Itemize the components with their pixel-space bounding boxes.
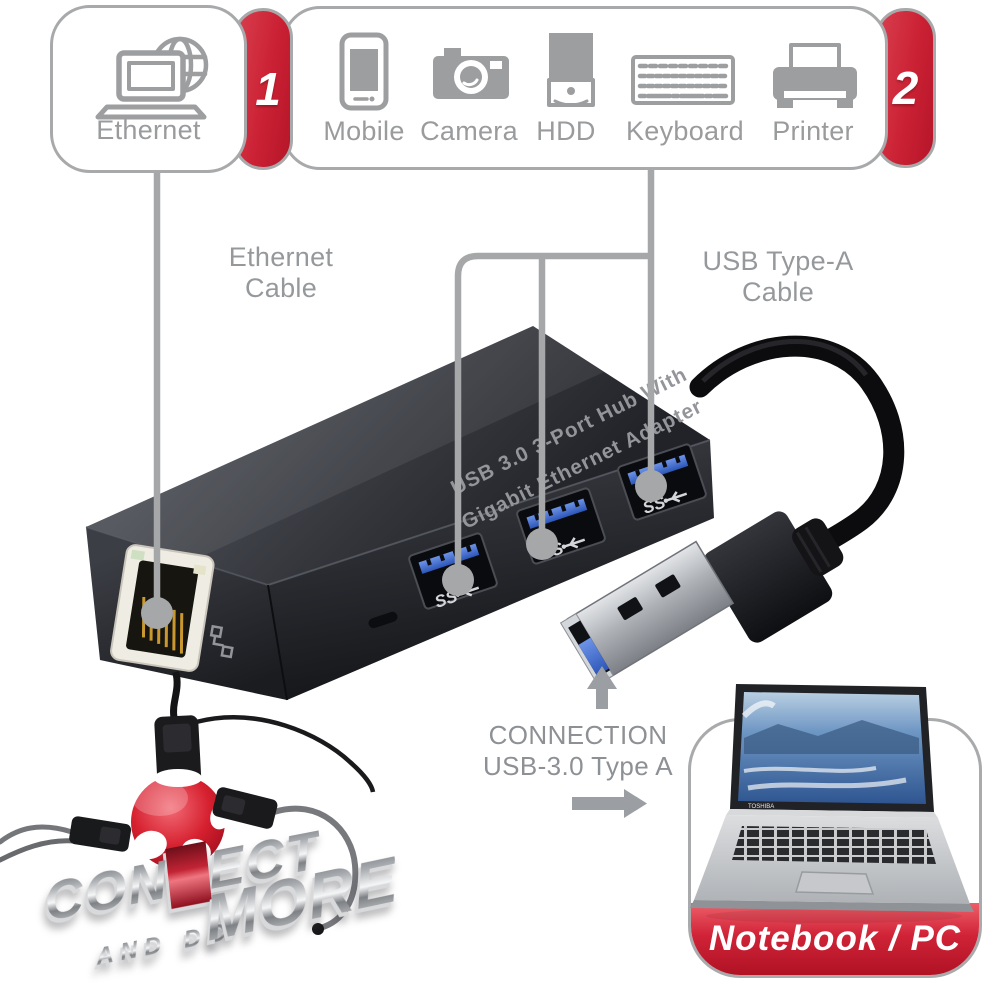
callout-dot-usb1 [442,564,474,596]
usb-connector-right [212,787,278,829]
notebook-label: Notebook / PC [708,919,962,958]
device-item-printer: Printer [772,116,854,146]
callout-dot-usb2 [526,528,558,560]
usb-connector-top [154,671,202,787]
ethernet-card-label: Ethernet [96,115,201,145]
usb-devices-card: Mobile Camera HDD Keyboard Printer [282,6,888,170]
usb-cable-and-plug [559,335,905,686]
network-icon [209,624,234,659]
hdd-icon [547,33,595,107]
connection-caption: CONNECTION USB-3.0 Type A [468,720,688,782]
cable-left [0,824,77,863]
callout-line-usb1 [454,252,651,580]
ethernet-cable-callout: Ethernet Cable [228,242,334,303]
device-item-mobile: Mobile [323,116,405,146]
callout-dots [141,470,667,629]
laptop-front-edge [690,900,974,912]
keyboard-icon [631,55,735,105]
power-slot [368,611,398,629]
cable-right [273,805,359,931]
connection-line1: CONNECTION [488,720,668,750]
usb-plug [559,511,844,686]
camera-icon [433,48,509,99]
device-item-hdd: HDD [536,116,596,146]
callout-lines [153,170,655,613]
connection-arrows [572,666,647,818]
laptop-globe-icon [95,36,209,120]
step-1-number: 1 [255,63,281,115]
plug-blue-tongue [578,637,609,676]
notebook-label-band: Notebook / PC [691,903,979,975]
ethernet-card: Ethernet [50,5,247,173]
usb-cable-loop [689,335,905,566]
callout-dot-usb3 [635,470,667,502]
device-item-camera: Camera [420,116,518,146]
right-arrow-icon [572,789,647,818]
device-icons [339,32,857,111]
printer-icon [773,43,857,108]
laptop-illustration: TOSHIBA [690,684,974,923]
hub-top-gloss [86,326,604,572]
cable-thin-top [195,715,376,793]
up-arrow-icon [587,666,617,709]
laptop-brand: TOSHIBA [748,804,774,810]
laptop-icon [95,50,207,120]
hub-top-face [86,326,710,585]
step-2-number: 2 [892,62,919,114]
callout-dot-ethernet [141,597,173,629]
smartphone-icon [339,32,389,111]
laptop-touchpad [794,871,875,895]
usb-connector-left [69,816,132,852]
connection-line2: USB-3.0 Type A [482,751,674,781]
usb-cable-callout: USB Type-A Cable [702,246,854,307]
device-item-keyboard: Keyboard [626,116,744,146]
